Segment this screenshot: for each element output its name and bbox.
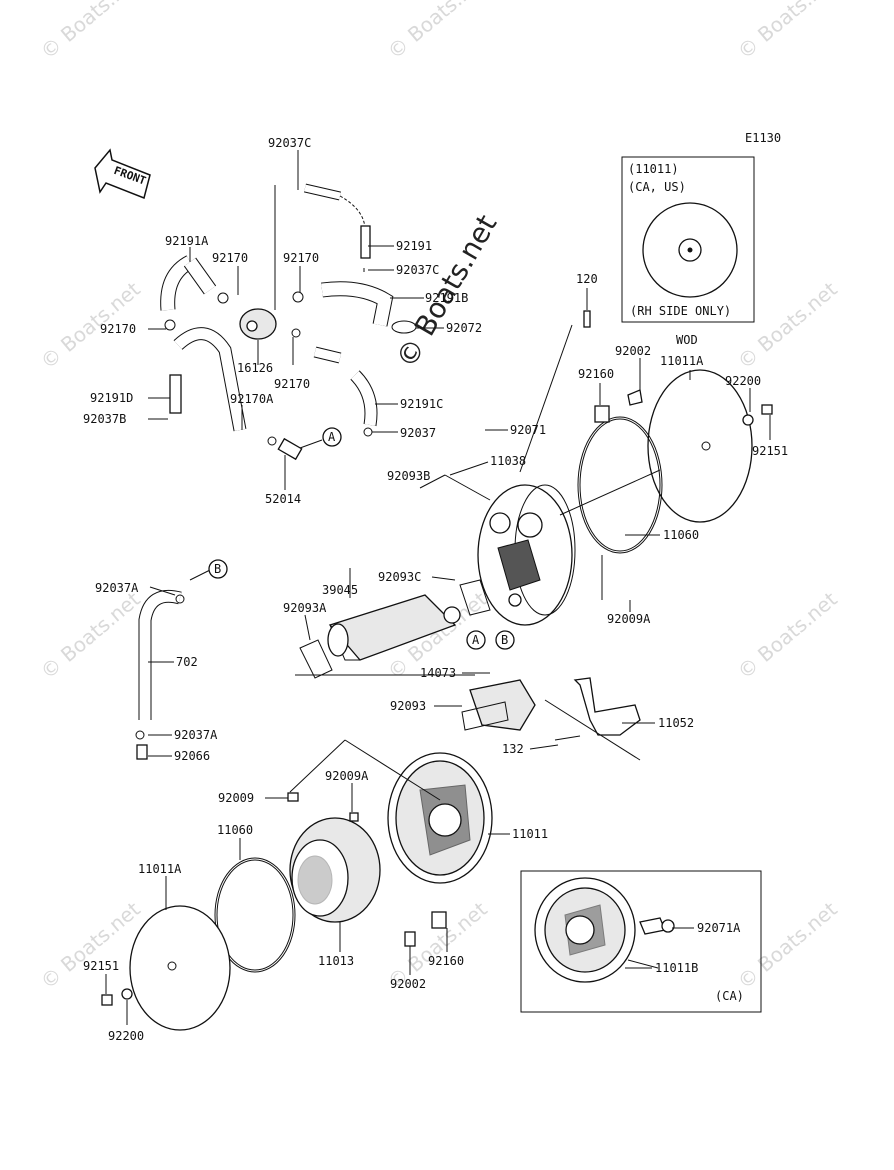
part-label: 11011B — [655, 961, 698, 975]
svg-text:B: B — [501, 633, 508, 647]
connector-a-top: A — [322, 427, 342, 447]
part-label: 92066 — [174, 749, 210, 763]
part-label: 92151 — [83, 959, 119, 973]
part-label: 92093B — [387, 469, 430, 483]
part-label: 92191B — [425, 291, 468, 305]
svg-text:A: A — [472, 633, 480, 647]
connector-a-mid: A — [466, 630, 486, 650]
part-label: 11011A — [660, 354, 704, 368]
part-label: 92170 — [100, 322, 136, 336]
watermark: © Boats.net — [36, 897, 145, 994]
watermark: © Boats.net — [733, 0, 842, 64]
hose-assembly — [160, 182, 417, 461]
part-label: 92002 — [390, 977, 426, 991]
part-label: 702 — [176, 655, 198, 669]
part-label: 52014 — [265, 492, 301, 506]
cover-11011A-top — [577, 310, 773, 554]
housing-11011 — [387, 752, 493, 884]
part-label: 92037A — [174, 728, 218, 742]
intake-duct-39045 — [299, 579, 491, 679]
part-label: 92170 — [212, 251, 248, 265]
part-label: 92160 — [578, 367, 614, 381]
part-label: 92191D — [90, 391, 133, 405]
adapter-14073 — [461, 679, 536, 731]
part-label: 92037B — [83, 412, 126, 426]
inset-rh-side: (11011) (CA, US) (RH SIDE ONLY) — [621, 156, 755, 323]
inset-part-ref: (11011) — [628, 162, 679, 176]
connector-b-left: B — [208, 559, 228, 579]
watermark: © Boats.net — [383, 0, 492, 64]
part-label: 11013 — [318, 954, 354, 968]
ring-11060-bottom-inner — [216, 859, 294, 971]
watermark: © Boats.net — [733, 897, 842, 994]
part-label: 92160 — [428, 954, 464, 968]
part-label: 11052 — [658, 716, 694, 730]
leader-lines — [105, 150, 771, 1025]
part-label: 92009A — [325, 769, 369, 783]
watermark: © Boats.net — [733, 277, 842, 374]
front-arrow-icon: FRONT — [94, 148, 151, 200]
part-label: 92170A — [230, 392, 274, 406]
svg-text:A: A — [328, 430, 336, 444]
part-label: 92037 — [400, 426, 436, 440]
watermark: © Boats.net — [36, 587, 145, 684]
part-label: 39045 — [322, 583, 358, 597]
connector-b-mid: B — [495, 630, 515, 650]
part-label: 92191 — [396, 239, 432, 253]
part-label: 16126 — [237, 361, 273, 375]
part-label: 92072 — [446, 321, 482, 335]
svg-text:B: B — [214, 562, 221, 576]
part-label: 92170 — [274, 377, 310, 391]
part-label: 92093 — [390, 699, 426, 713]
part-label: 11060 — [663, 528, 699, 542]
inset-region: (CA, US) — [628, 180, 686, 194]
cover-11011A-bottom — [129, 905, 231, 1031]
part-label: 92191C — [400, 397, 443, 411]
part-label: 120 — [576, 272, 598, 286]
part-label: 11038 — [490, 454, 526, 468]
part-label: 92200 — [725, 374, 761, 388]
part-label: 92093C — [378, 570, 421, 584]
part-label: 14073 — [420, 666, 456, 680]
ring-11060-bottom — [214, 857, 296, 973]
part-label: 92093A — [283, 601, 327, 615]
part-label: 92037C — [268, 136, 311, 150]
hose-702 — [135, 589, 185, 760]
part-label: 92037A — [95, 581, 139, 595]
watermark: © Boats.net — [733, 587, 842, 684]
part-label: 92009A — [607, 612, 651, 626]
part-label: 92151 — [752, 444, 788, 458]
inset-ca: (CA) — [520, 870, 762, 1013]
inset-note: (RH SIDE ONLY) — [630, 304, 731, 318]
part-label: WOD — [676, 333, 698, 347]
part-label: 92037C — [396, 263, 439, 277]
part-label: 11011 — [512, 827, 548, 841]
part-label: 92071 — [510, 423, 546, 437]
part-labels: 92037C 92191 92037C 92191A 92170 92170 9… — [83, 136, 788, 1043]
part-label: 92191A — [165, 234, 209, 248]
part-label: 92002 — [615, 344, 651, 358]
part-label: 11011A — [138, 862, 182, 876]
part-label: 132 — [502, 742, 524, 756]
part-label: 92170 — [283, 251, 319, 265]
part-label: 11060 — [217, 823, 253, 837]
backplate-11038 — [477, 484, 576, 626]
part-label: 92071A — [697, 921, 741, 935]
filter-11013 — [289, 817, 381, 923]
watermark: © Boats.net — [36, 0, 145, 64]
part-label: 92200 — [108, 1029, 144, 1043]
part-label: 92009 — [218, 791, 254, 805]
inset-note: (CA) — [715, 989, 744, 1003]
bracket-11052 — [554, 677, 641, 741]
diagram-code: E1130 — [745, 131, 781, 145]
